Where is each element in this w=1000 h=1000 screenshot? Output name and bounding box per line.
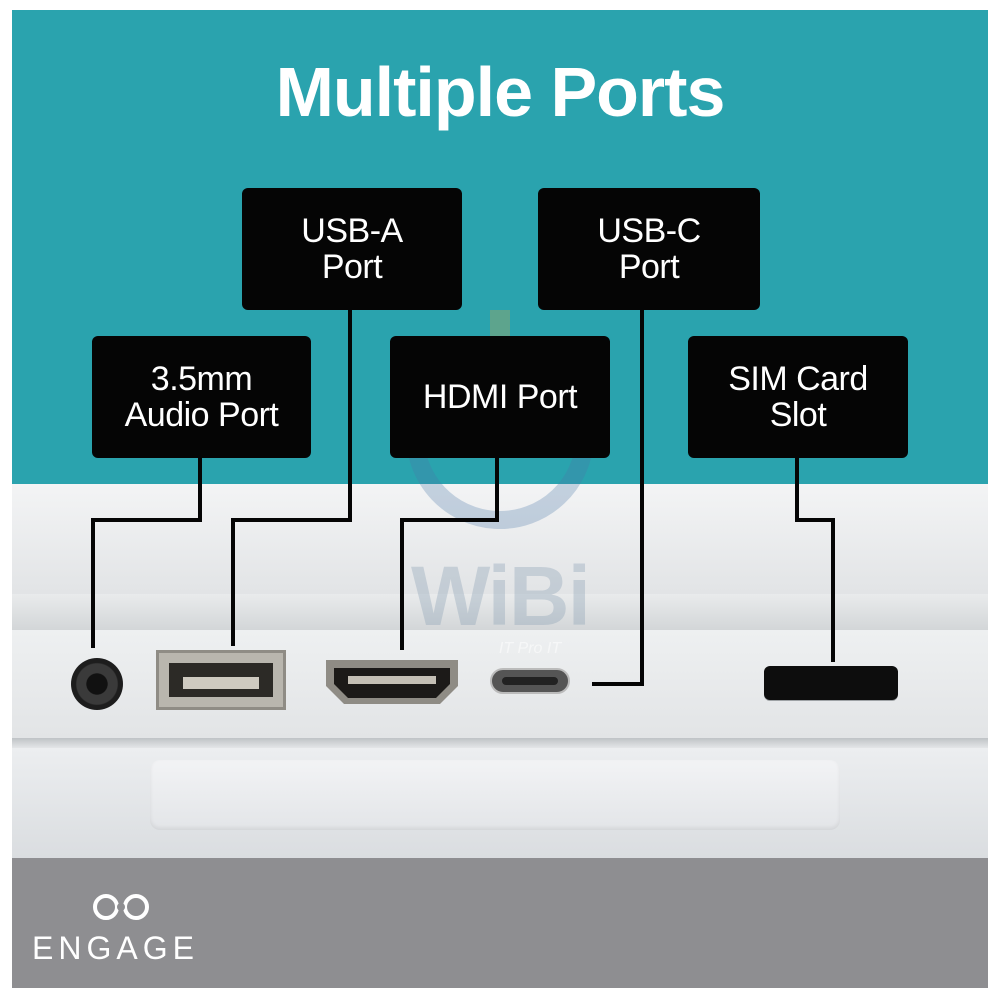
laptop-lid-edge [12, 594, 988, 630]
touchpad [150, 760, 840, 830]
leader-usb-c [592, 308, 644, 686]
usb-a-cavity [169, 663, 273, 697]
leader-hdmi [400, 458, 499, 650]
watermark-text: WiBi [411, 549, 591, 643]
usb-c-port [490, 668, 570, 694]
usb-a-tongue [183, 677, 259, 689]
laptop-shadow [12, 738, 988, 748]
brand-name: ENGAGE [32, 930, 199, 966]
label-sim-slot: SIM Card Slot [688, 336, 908, 458]
watermark-tagline: IT Pro IT [498, 640, 562, 657]
footer-band [12, 858, 988, 988]
usb-a-port [156, 650, 286, 710]
leader-sim [795, 458, 835, 662]
page-title: Multiple Ports [275, 53, 726, 131]
laptop-lid-surface [12, 484, 988, 594]
label-usb-c: USB-C Port [538, 188, 760, 310]
engage-logo-icon [93, 894, 149, 920]
label-usb-a-text: USB-A Port [301, 212, 403, 286]
label-usb-c-text: USB-C Port [597, 212, 701, 286]
label-usb-a: USB-A Port [242, 188, 462, 310]
leader-audio [91, 458, 202, 648]
audio-jack-port [71, 658, 123, 710]
label-hdmi-port-text: HDMI Port [422, 378, 578, 416]
hdmi-port [326, 660, 458, 704]
usb-c-cavity [502, 677, 558, 685]
label-sim-slot-text: SIM Card Slot [728, 360, 868, 434]
label-audio-port: 3.5mm Audio Port [92, 336, 311, 458]
label-audio-port-text: 3.5mm Audio Port [124, 360, 279, 434]
leader-usb-a [231, 308, 352, 646]
label-hdmi-port: HDMI Port [390, 336, 610, 458]
sim-card-slot [764, 666, 898, 700]
